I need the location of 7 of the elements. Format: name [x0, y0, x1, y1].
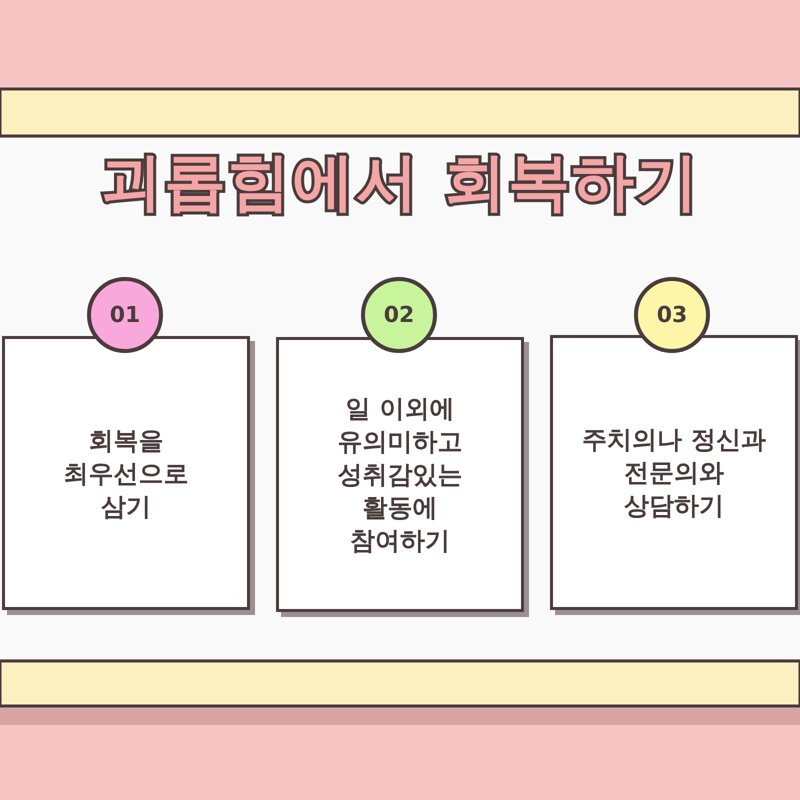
title: 괴롭힘에서 회복하기 — [99, 144, 701, 220]
step-text: 주치의나 정신과 전문의와 상담하기 — [581, 424, 767, 522]
step-text: 회복을 최우선으로 삼기 — [62, 424, 190, 522]
step-number: 02 — [384, 302, 414, 328]
step-number: 01 — [110, 302, 140, 328]
step-text: 일 이외에 유의미하고 성취감있는 활동에 참여하기 — [336, 393, 464, 557]
step-number: 03 — [656, 302, 688, 328]
